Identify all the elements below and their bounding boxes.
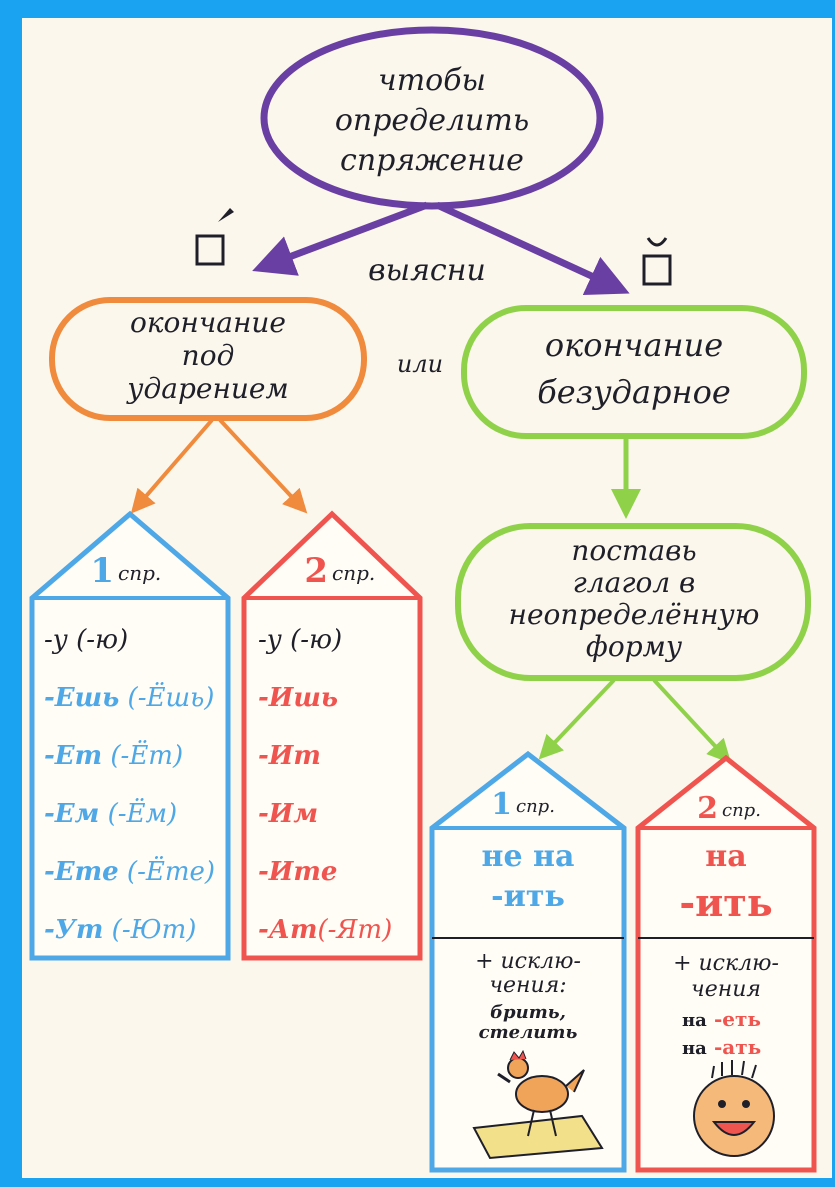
conj1_house-ending-row: -у (-ю) — [44, 625, 128, 655]
arrow-to-inf-conj1 — [538, 678, 616, 760]
inf-conj2-exc-ending-2: -ать — [714, 1035, 761, 1059]
conj1_house-ending-variant: (-ю) — [68, 625, 128, 655]
inf-conj2-exc-prefix-2: на — [682, 1038, 707, 1059]
or-label: или — [397, 350, 443, 378]
arrow-to-stressed — [252, 201, 429, 276]
laughing-face-illustration-icon — [693, 1060, 775, 1157]
inf-conj1-exc-4: стелить — [479, 1022, 578, 1043]
conj1_house-ending-main: -Ут — [44, 915, 103, 945]
conj2_house-ending-row: -Ишь — [258, 683, 338, 713]
unstressed-line-1: окончание — [545, 326, 723, 364]
conj1_house-ending-main: -Ем — [44, 799, 99, 829]
conj2_house-ending-row: -Ат(-Ят) — [258, 915, 392, 945]
inf-conj2-abbr: спр. — [722, 800, 761, 821]
conj1-abbr: спр. — [118, 561, 161, 585]
unstressed-line-2: безударное — [537, 373, 731, 411]
conj2_house-ending-row: -у (-ю) — [258, 625, 342, 655]
root-line-2: определить — [335, 103, 529, 138]
stressed-ending-node: окончание под ударением — [49, 297, 367, 421]
arrow-to-conj1 — [130, 418, 214, 514]
inf-conj2-house: 2 спр. на -ить + исклю- чения на -еть на… — [635, 754, 817, 1173]
root-line-3: спряжение — [340, 143, 524, 178]
inf-conj2-exc-ending-1: -еть — [714, 1007, 761, 1031]
arrow-to-inf-conj2 — [652, 678, 732, 764]
inf-conj2-number: 2 — [697, 791, 718, 826]
conj1_house-ending-main: -Ет — [44, 741, 102, 771]
root-node: чтобы определить спряжение — [260, 26, 604, 210]
conj2_house-ending-main: -у — [258, 625, 282, 655]
conj1_house-ending-row: -Ешь (-Ёшь) — [44, 682, 214, 713]
conj1_house-ending-variant: (-Ют) — [103, 915, 196, 945]
inf-conj1-number: 1 — [491, 787, 512, 822]
conj1-house: 1 спр. -у (-ю)-Ешь (-Ёшь)-Ет (-Ёт)-Ем (-… — [29, 510, 231, 961]
stressed-mark-icon — [195, 208, 234, 266]
conj2_house-ending-main: -Ишь — [258, 683, 338, 713]
conj2-number: 2 — [304, 551, 328, 591]
conj1_house-ending-row: -Ет (-Ёт) — [44, 740, 183, 771]
conj1_house-ending-main: -Ете — [44, 857, 119, 887]
conj1_house-ending-variant: (-Ём) — [99, 798, 177, 829]
rooster-illustration-icon — [472, 1049, 604, 1160]
inf-conj1-exc-2: чения: — [489, 973, 566, 998]
unstressed-mark-icon — [642, 237, 672, 286]
inf-conj2-ending-2: -ить — [679, 880, 772, 925]
inf-conj1-ending-1: не на — [482, 839, 575, 874]
root-line-1: чтобы — [378, 63, 486, 98]
arrow-to-unstressed — [435, 201, 630, 296]
infinitive-line-4: форму — [586, 630, 683, 663]
infinitive-line-3: неопределённую — [509, 598, 760, 631]
conj2_house-ending-main: -Ит — [258, 741, 321, 771]
conj1_house-ending-main: -у — [44, 625, 68, 655]
inf-conj2-exc-2: чения — [691, 977, 761, 1002]
conjugation-diagram: чтобы определить спряжение выясни оконча… — [29, 26, 817, 1173]
conj1_house-ending-row: -Ете (-Ёте) — [44, 856, 215, 887]
conj2_house-ending-main: -Ите — [258, 857, 337, 887]
conj2_house-ending-variant: (-ю) — [282, 625, 342, 655]
conj1_house-ending-variant: (-Ёт) — [102, 740, 183, 771]
conj2-abbr: спр. — [332, 561, 375, 585]
inf-conj2-exc-1: + исклю- — [673, 951, 779, 976]
conj1_house-ending-variant: (-Ёте) — [119, 856, 215, 887]
conj2-house: 2 спр. -у (-ю) -Ишь -Ит -Им -Ите -Ат(-Ят) — [241, 510, 423, 961]
stressed-line-3: ударением — [125, 372, 288, 405]
inf-conj1-exc-3: брить, — [490, 1002, 566, 1023]
inf-conj2-exc-prefix-1: на — [682, 1010, 707, 1031]
conj1-number: 1 — [90, 551, 114, 591]
inf-conj1-exc-1: + исклю- — [475, 949, 581, 974]
stressed-line-1: окончание — [130, 306, 286, 339]
infinitive-line-2: глагол в — [573, 566, 696, 599]
conj1_house-ending-row: -Ем (-Ём) — [44, 798, 177, 829]
arrow-to-conj2 — [218, 418, 308, 514]
conj1_house-ending-main: -Ешь — [44, 683, 119, 713]
inf-conj1-abbr: спр. — [516, 796, 555, 817]
infinitive-line-1: поставь — [571, 534, 696, 567]
conj1_house-ending-variant: (-Ёшь) — [119, 682, 214, 713]
conj1_house-ending-row: -Ут (-Ют) — [44, 915, 196, 945]
conj2_house-ending-main: -Им — [258, 799, 318, 829]
diagram-page: чтобы определить спряжение выясни оконча… — [22, 18, 832, 1178]
conj2_house-ending-row: -Им — [258, 799, 318, 829]
inf-conj1-house: 1 спр. не на -ить + исклю- чения: брить,… — [429, 750, 627, 1173]
conj2_house-ending-row: -Ите — [258, 857, 337, 887]
stressed-line-2: под — [182, 339, 235, 372]
find-out-label: выясни — [368, 253, 486, 288]
conj2_house-ending-main: -Ат — [258, 915, 317, 945]
unstressed-ending-node: окончание безударное — [461, 305, 807, 439]
inf-conj1-ending-2: -ить — [491, 879, 565, 914]
conj2_house-ending-row: -Ит — [258, 741, 321, 771]
infinitive-node: поставь глагол в неопределённую форму — [455, 523, 811, 681]
conj2_house-ending-variant: (-Ят) — [317, 915, 392, 945]
inf-conj2-ending-1: на — [705, 839, 746, 874]
